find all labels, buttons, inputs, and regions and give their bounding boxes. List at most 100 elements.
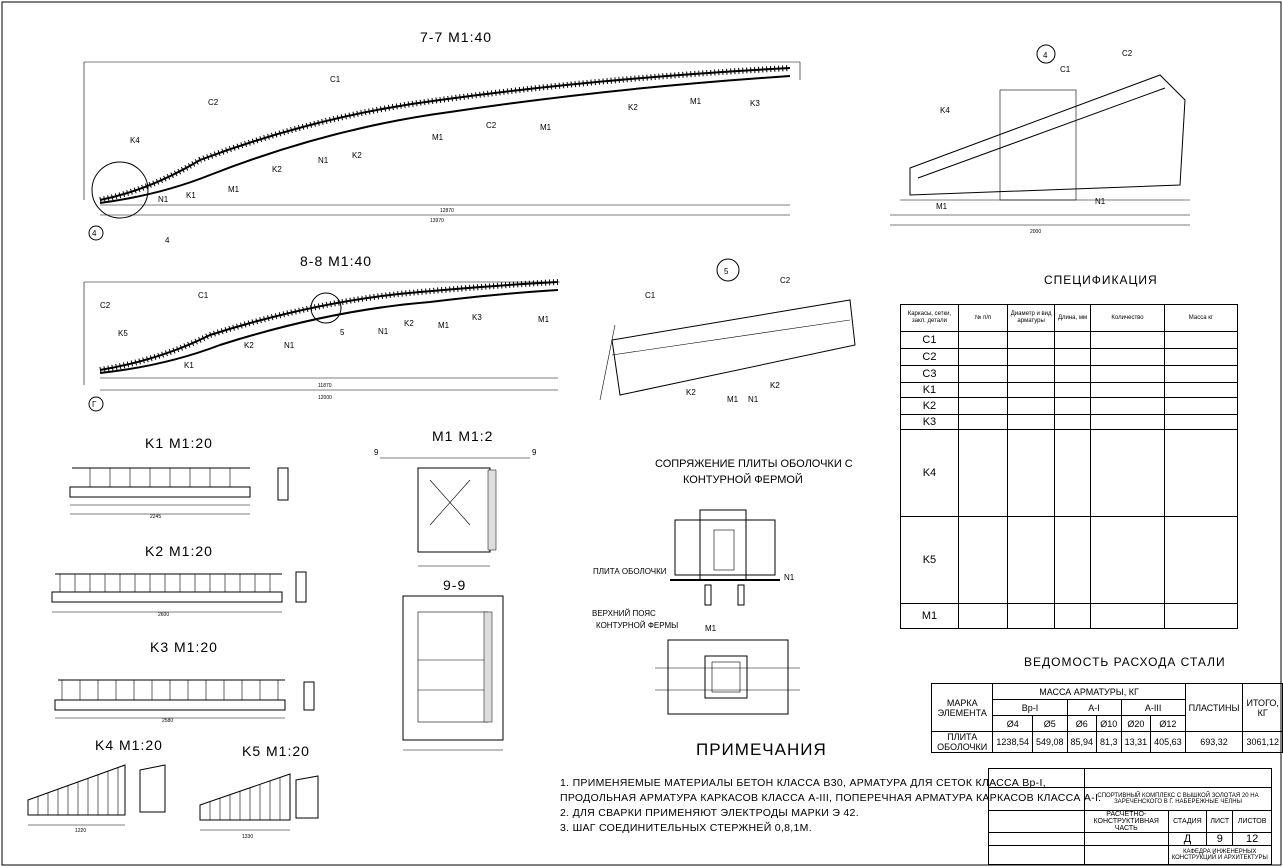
svg-text:9: 9	[532, 448, 537, 457]
k2-title: K2 M1:20	[145, 543, 213, 559]
steel-diameter: Ø4	[992, 715, 1033, 732]
svg-text:M1: M1	[727, 395, 739, 404]
note-line: 3. ШАГ СОЕДИНИТЕЛЬНЫХ СТЕРЖНЕЙ 0,8,1М.	[560, 822, 812, 834]
notes-block: 1. ПРИМЕНЯЕМЫЕ МАТЕРИАЛЫ БЕТОН КЛАССА В3…	[560, 776, 1102, 836]
svg-text:K2: K2	[686, 388, 696, 397]
svg-text:K4: K4	[940, 106, 950, 115]
svg-text:M1: M1	[540, 123, 552, 132]
svg-text:K3: K3	[750, 99, 760, 108]
spec-group: K5	[900, 516, 959, 604]
m1-title: M1 M1:2	[432, 428, 493, 444]
spec-group: C1	[900, 331, 959, 349]
node-4-detail: 4 K4 C1 C2 M1 N1 2000	[890, 44, 1190, 235]
stamp-org: КАФЕДРА ИНЖЕНЕРНЫХ КОНСТРУКЦИЙ И АРХИТЕК…	[1167, 845, 1272, 865]
k1-title: K1 M1:20	[145, 435, 213, 451]
spec-header: Каркасы, сетки, закл. детали	[900, 304, 959, 332]
steel-row-name: ПЛИТА ОБОЛОЧКИ	[930, 731, 994, 753]
steel-diameter: Ø12	[1150, 715, 1186, 732]
spec-title: СПЕЦИФИКАЦИЯ	[1044, 273, 1158, 287]
frame-k1: K1 M1:20 2245	[69, 435, 289, 520]
svg-text:M1: M1	[438, 321, 450, 330]
steel-value: 549,08	[1031, 731, 1068, 753]
steel-value: 85,94	[1066, 731, 1098, 753]
steel-value: 405,63	[1150, 731, 1186, 753]
k3-title: K3 M1:20	[150, 639, 218, 655]
k5-title: K5 M1:20	[242, 743, 310, 759]
svg-text:C2: C2	[780, 276, 791, 285]
svg-text:C2: C2	[1122, 49, 1133, 58]
svg-text:2000: 2000	[1030, 229, 1041, 235]
steel-col-plates: ПЛАСТИНЫ	[1184, 683, 1244, 732]
section-8-8: 8-8 M1:40 Г 11870 12000 K5 C2 C1 K1 K2 N…	[83, 253, 560, 412]
svg-text:K5: K5	[118, 329, 128, 338]
svg-text:M1: M1	[432, 133, 444, 142]
svg-text:M1: M1	[936, 202, 948, 211]
s9-title: 9-9	[443, 577, 466, 593]
svg-text:K2: K2	[244, 341, 254, 350]
stamp-stage: Д	[1167, 832, 1208, 846]
steel-class: A-I	[1066, 699, 1122, 716]
steel-diameter: Ø20	[1120, 715, 1152, 732]
steel-table: МАРКА ЭЛЕМЕНТА МАССА АРМАТУРЫ, КГ ПЛАСТИ…	[930, 683, 1283, 753]
spec-header: Масса кг	[1163, 304, 1239, 332]
notes-title: ПРИМЕЧАНИЯ	[696, 740, 827, 759]
svg-text:N1: N1	[284, 341, 295, 350]
svg-text:M1: M1	[690, 97, 702, 106]
spec-table: Каркасы, сетки, закл. детали № п/п Диаме…	[900, 304, 1239, 629]
svg-text:1220: 1220	[75, 828, 86, 834]
steel-title: ВЕДОМОСТЬ РАСХОДА СТАЛИ	[1024, 655, 1226, 669]
svg-text:13970: 13970	[430, 218, 444, 224]
joint-label-chord-1: ВЕРХНИЙ ПОЯС	[592, 609, 656, 618]
stamp-sheet: 9	[1206, 832, 1234, 846]
spec-header: Диаметр и вид арматуры	[1007, 304, 1055, 332]
svg-text:N1: N1	[378, 327, 389, 336]
stamp-sheets: 12	[1232, 832, 1272, 846]
svg-text:C2: C2	[486, 121, 497, 130]
svg-text:N1: N1	[318, 156, 329, 165]
svg-text:11870: 11870	[318, 383, 332, 389]
note-line: 2. ДЛЯ СВАРКИ ПРИМЕНЯЮТ ЭЛЕКТРОДЫ МАРКИ …	[560, 807, 859, 819]
spec-header: № п/п	[957, 304, 1009, 332]
svg-text:N1: N1	[748, 395, 759, 404]
svg-text:C1: C1	[330, 75, 341, 84]
steel-class: Вр-I	[992, 699, 1068, 716]
svg-text:4: 4	[92, 229, 97, 238]
steel-diameter: Ø5	[1031, 715, 1068, 732]
section-7-7: 7-7 M1:40 4 12870 13970 K4 C2 C1 K1 K2 K…	[83, 29, 801, 245]
note-line: ПРОДОЛЬНАЯ АРМАТУРА КАРКАСОВ КЛАССА А-II…	[560, 792, 1102, 804]
steel-value: 3061,12	[1242, 731, 1283, 753]
embedded-part-m1: M1 M1:2 9 9	[374, 428, 537, 567]
svg-text:M1: M1	[705, 624, 717, 633]
svg-text:K3: K3	[472, 313, 482, 322]
joint-title-line1: СОПРЯЖЕНИЕ ПЛИТЫ ОБОЛОЧКИ С	[655, 458, 853, 470]
k4-title: K4 M1:20	[95, 737, 163, 753]
frame-k4: K4 M1:20 1220	[27, 737, 166, 834]
svg-text:2600: 2600	[158, 612, 169, 618]
svg-text:K2: K2	[628, 103, 638, 112]
node-5-number: 5	[724, 267, 729, 276]
svg-text:K2: K2	[404, 319, 414, 328]
section-8-title: 8-8 M1:40	[300, 253, 372, 269]
stamp-project: СПОРТИВНЫЙ КОМПЛЕКС С ВЫШКОЙ ЗОЛОТАЯ 20 …	[1084, 787, 1272, 811]
spec-group: K3	[900, 414, 959, 430]
spec-group: K2	[900, 397, 959, 415]
svg-text:K1: K1	[184, 361, 194, 370]
stamp-sheets-label: ЛИСТОВ	[1232, 810, 1272, 833]
spec-group: M1	[900, 603, 959, 629]
joint-label-chord-2: КОНТУРНОЙ ФЕРМЫ	[596, 621, 678, 630]
joint-label-plate: ПЛИТА ОБОЛОЧКИ	[593, 567, 667, 576]
steel-col-mass: МАССА АРМАТУРЫ, КГ	[992, 683, 1186, 700]
steel-col-element: МАРКА ЭЛЕМЕНТА	[930, 683, 994, 732]
node-5-detail: 5 C1 C2 K2 K2 M1 N1	[599, 258, 856, 404]
stamp-section: РАСЧЁТНО-КОНСТРУКТИВНАЯ ЧАСТЬ	[1084, 810, 1169, 833]
steel-diameter: Ø10	[1096, 715, 1122, 732]
svg-text:4: 4	[165, 236, 170, 245]
svg-text:K4: K4	[130, 136, 140, 145]
svg-text:2580: 2580	[162, 718, 173, 724]
spec-group: K4	[900, 429, 959, 517]
svg-text:Г: Г	[92, 400, 97, 409]
svg-text:C1: C1	[645, 291, 656, 300]
svg-text:C2: C2	[100, 301, 111, 310]
svg-text:K2: K2	[272, 165, 282, 174]
